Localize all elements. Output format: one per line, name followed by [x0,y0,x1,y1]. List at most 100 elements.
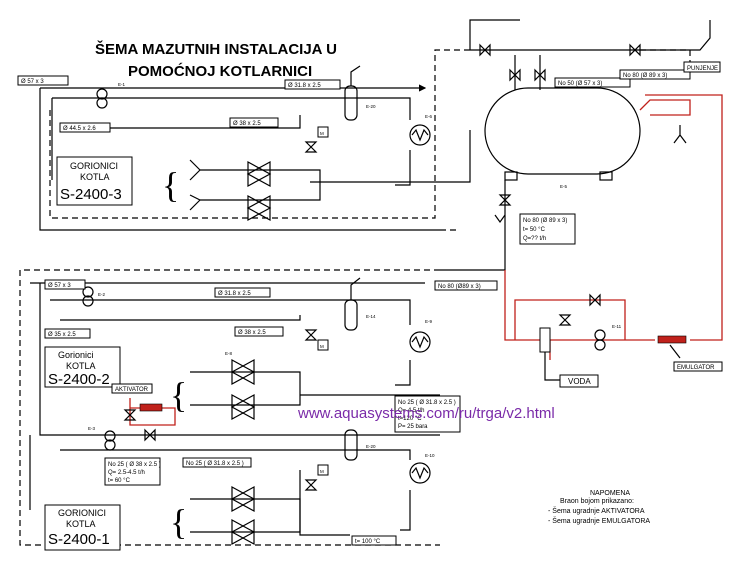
svg-text:Ø 31.8 x 2.5: Ø 31.8 x 2.5 [288,83,321,89]
emulgator-tag: EMULGATOR [673,361,723,372]
tank-section: E-5 No 50 (Ø 57 x 3) No 80 (Ø 89 x 3) No… [440,19,723,388]
svg-text:Ø 44.5 x 2.6: Ø 44.5 x 2.6 [63,126,96,132]
svg-text:Ø 38 x 2.5: Ø 38 x 2.5 [233,121,261,127]
svg-text:M: M [320,131,324,136]
svg-text:E-14: E-14 [366,314,376,319]
pipe-label-31-mid: Ø 31.8 x 2.5 [214,287,271,298]
svg-text:t= 100 °C: t= 100 °C [355,539,381,545]
svg-text:No 25 ( Ø 31.8 x 2.5 ): No 25 ( Ø 31.8 x 2.5 ) [398,400,456,406]
pump-e2: E-2 [82,286,106,307]
svg-text:EMULGATOR: EMULGATOR [677,365,715,371]
pump-e3: E-3 [88,426,116,451]
heater-middle: E-14 [344,277,376,331]
pipe-label-57-mid: Ø 57 x 3 [44,279,86,290]
title-line-2: POMOĆNOJ KOTLARNICI [128,62,312,80]
pipe-label-57-top: Ø 57 x 3 [17,75,69,86]
svg-text:t= 60 °C: t= 60 °C [108,478,131,484]
middle-info-box: No 25 ( Ø 31.8 x 2.5 ) Q= 4.5 t/h t=120 … [394,395,461,433]
svg-text:No 80 (Ø 89 x 3): No 80 (Ø 89 x 3) [523,218,567,224]
svg-text:KOTLA: KOTLA [66,361,96,371]
svg-text:E-6: E-6 [425,114,433,119]
svg-text:KOTLA: KOTLA [80,172,110,182]
svg-text:E-8: E-8 [225,351,233,356]
burner-valves-low [190,485,301,546]
svg-text:VODA: VODA [568,377,591,386]
svg-text:E-10: E-10 [425,453,435,458]
heater-low: E-20 [344,429,376,461]
svg-text:t=120 °C: t=120 °C [398,416,422,422]
motor-valve-low: M [304,464,329,491]
svg-text:Gorionici: Gorionici [58,350,94,360]
pump-e1: E-1 [96,82,126,109]
svg-text:S-2400-2: S-2400-2 [48,371,110,388]
svg-text:M: M [320,469,324,474]
svg-text:E-20: E-20 [366,444,376,449]
note-line-1: Braon bojom prikazano: [560,498,634,505]
svg-text:S-2400-3: S-2400-3 [60,186,122,203]
svg-text:AKTIVATOR: AKTIVATOR [115,387,149,393]
pipe-label-80-mid: No 80 (Ø89 x 3) [434,280,498,291]
note-block: NAPOMENA Braon bojom prikazano: - Šema u… [548,490,650,525]
svg-text:{: { [170,502,187,542]
svg-text:E-20: E-20 [366,104,376,109]
note-line-3: - Šema ugradnje EMULGATORA [548,516,650,525]
burner-valves-top [189,159,321,222]
svg-text:t= 50 °C: t= 50 °C [523,227,546,233]
heater-top: E-20 [344,65,376,121]
svg-text:E-1: E-1 [118,82,126,87]
voda-tag: VODA [559,374,599,388]
svg-text:E-3: E-3 [88,426,96,431]
svg-text:Ø 57 x 3: Ø 57 x 3 [48,283,71,289]
svg-text:GORIONICI: GORIONICI [58,508,106,518]
note-line-2: - Šema ugradnje AKTIVATORA [548,506,645,515]
exchanger-e6: E-6 [409,114,433,146]
section-middle: E-2 E-14 E-9 M E-8 Ø 57 x 3 [19,229,498,546]
svg-text:M: M [320,344,324,349]
pipe-label-80-tank: No 80 (Ø 89 x 3) [619,69,691,80]
watermark-url: www.aquasystems.com/ru/trga/v2.html [297,405,555,422]
pipe-label-38-top: Ø 38 x 2.5 [229,117,279,128]
pipe-label-38-mid: Ø 38 x 2.5 [234,326,284,337]
burner-group-2: Gorionici KOTLA S-2400-2 { [44,346,187,415]
temp-label-bottom: t= 100 °C [351,535,397,546]
low-info-box: No 25 ( Ø 38 x 2.5 ) Q= 2.5-4.5 t/h t= 6… [104,457,161,486]
burner-group-3: GORIONICI KOTLA S-2400-3 { [56,156,179,206]
svg-text:{: { [170,375,187,415]
svg-text:No 25 ( Ø 38 x 2.5 ): No 25 ( Ø 38 x 2.5 ) [108,462,161,468]
svg-text:KOTLA: KOTLA [66,519,96,529]
motor-valve-middle: M [304,329,329,351]
svg-text:Ø 31.8 x 2.5: Ø 31.8 x 2.5 [218,291,251,297]
section-low: E-3 E-20 E-10 M No 25 ( Ø 38 x 2.5 ) Q= … [29,426,435,546]
exchanger-e9: E-9 [409,319,433,353]
section-top: E-1 E-20 E-6 M [17,49,471,231]
pipe-label-44-top: Ø 44.5 x 2.6 [59,122,111,133]
svg-text:Ø 57 x 3: Ø 57 x 3 [21,79,44,85]
aktivator-assembly: AKTIVATOR [111,383,176,442]
svg-text:P= 25 bara: P= 25 bara [398,424,428,430]
burner-valves-middle: E-8 [190,351,301,421]
punjenje-tag: PUNJENJE [683,61,721,73]
svg-text:GORIONICI: GORIONICI [70,161,118,171]
svg-text:No 80 (Ø89 x 3): No 80 (Ø89 x 3) [438,284,481,290]
pipe-label-35-mid: Ø 35 x 2.5 [44,328,91,339]
title-line-1: ŠEMA MAZUTNIH INSTALACIJA U [95,40,337,58]
pipe-label-50-tank: No 50 (Ø 57 x 3) [554,77,631,88]
burner-group-1: GORIONICI KOTLA S-2400-1 { [44,502,187,551]
svg-text:Ø 35 x 2.5: Ø 35 x 2.5 [48,332,76,338]
svg-text:{: { [162,165,179,205]
svg-text:Q= 2.5-4.5 t/h: Q= 2.5-4.5 t/h [108,470,145,476]
svg-text:No 80 (Ø 89 x 3): No 80 (Ø 89 x 3) [623,73,667,79]
svg-text:E-5: E-5 [560,184,568,189]
tank-info-box: No 80 (Ø 89 x 3) t= 50 °C Q=?? t/h [519,213,576,245]
svg-text:PUNJENJE: PUNJENJE [687,66,718,72]
pipe-label-25-bottom: No 25 ( Ø 31.8 x 2.5 ) [182,457,252,468]
svg-text:No 50 (Ø 57 x 3): No 50 (Ø 57 x 3) [558,81,602,87]
svg-text:Q= 4.5 t/h: Q= 4.5 t/h [398,408,425,414]
svg-text:Ø 38 x 2.5: Ø 38 x 2.5 [238,330,266,336]
motor-valve-top: M [304,126,329,153]
svg-text:S-2400-1: S-2400-1 [48,531,110,548]
svg-text:No 25 ( Ø 31.8 x 2.5 ): No 25 ( Ø 31.8 x 2.5 ) [186,461,244,467]
svg-text:E-2: E-2 [98,292,106,297]
exchanger-e10: E-10 [409,453,435,484]
